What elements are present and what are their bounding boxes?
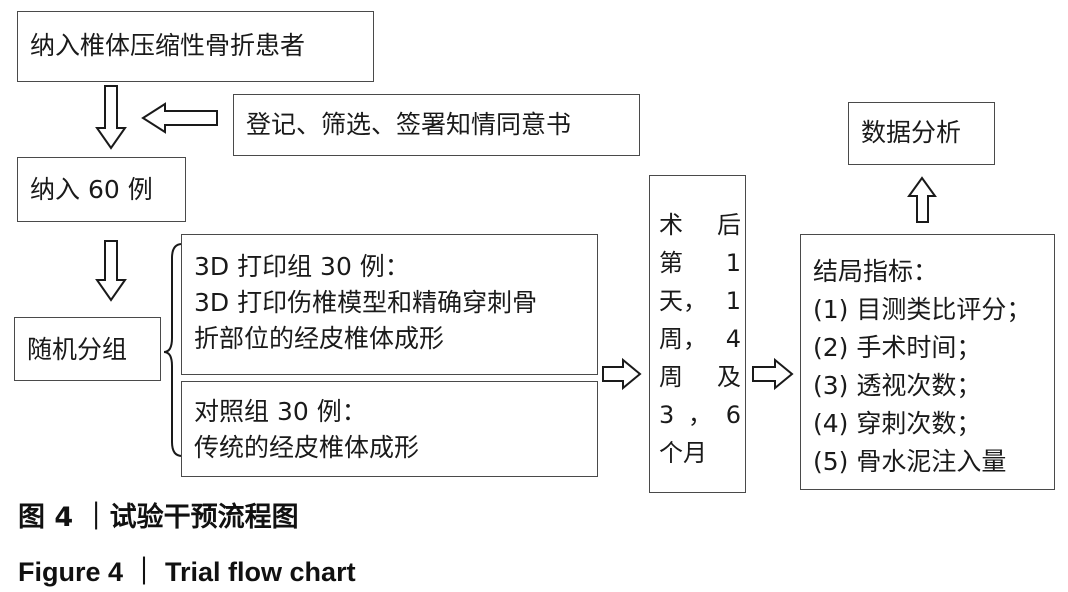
group-3d-box: 3D 打印组 30 例： 3D 打印伤椎模型和精确穿刺骨 折部位的经皮椎体成形 (181, 234, 598, 375)
followup-token: 1 (725, 287, 741, 315)
followup-line-1: 术后 (659, 206, 741, 244)
followup-line-7: 个月 (659, 434, 741, 472)
followup-token: 4 (725, 325, 741, 353)
register-screen-text: 登记、筛选、签署知情同意书 (246, 110, 572, 139)
data-analysis-box: 数据分析 (848, 102, 995, 165)
followup-token: 1 (725, 249, 741, 277)
followup-token: 后 (717, 211, 741, 239)
followup-token: 3 (659, 401, 675, 429)
outcome-item-4: (4) 穿刺次数； (813, 409, 982, 438)
followup-token: 及 (717, 363, 741, 391)
followup-token: 天， (659, 287, 707, 315)
group-3d-line3: 折部位的经皮椎体成形 (194, 324, 445, 353)
followup-line-3: 天， 1 (659, 282, 741, 320)
group-control-line2: 传统的经皮椎体成形 (194, 433, 420, 462)
followup-token: 周 (659, 363, 683, 391)
register-screen-box: 登记、筛选、签署知情同意书 (233, 94, 640, 156)
group-control-box: 对照组 30 例： 传统的经皮椎体成形 (181, 381, 598, 477)
outcomes-title: 结局指标： (813, 257, 939, 286)
outcome-item-5: (5) 骨水泥注入量 (813, 447, 1007, 476)
outcome-item-2: (2) 手术时间； (813, 333, 982, 362)
group-3d-line1: 3D 打印组 30 例： (194, 252, 410, 281)
group-3d-line2: 3D 打印伤椎模型和精确穿刺骨 (194, 288, 538, 317)
followup-token: 周， (659, 325, 707, 353)
left-arrow (141, 102, 218, 134)
outcomes-box: 结局指标： (1) 目测类比评分； (2) 手术时间； (3) 透视次数； (4… (800, 234, 1055, 490)
followup-line-4: 周， 4 (659, 320, 741, 358)
group-bracket (163, 243, 183, 457)
figure-caption-en: Figure 4 ｜ Trial flow chart (18, 557, 356, 587)
enroll-patients-box: 纳入椎体压缩性骨折患者 (17, 11, 374, 82)
outcome-item-3: (3) 透视次数； (813, 371, 982, 400)
followup-line-6: 3 ， 6 (659, 396, 741, 434)
right-arrow-1 (602, 357, 642, 391)
followup-token: 个月 (659, 439, 707, 467)
figure-caption-cn: 图 4 ｜试验干预流程图 (18, 502, 299, 533)
enroll-patients-text: 纳入椎体压缩性骨折患者 (30, 31, 306, 60)
followup-token: ， (688, 401, 712, 429)
randomize-text: 随机分组 (27, 335, 128, 364)
right-arrow-2 (752, 357, 794, 391)
followup-token: 6 (725, 401, 741, 429)
enrolled-60-text: 纳入 60 例 (30, 175, 153, 204)
group-control-line1: 对照组 30 例： (194, 397, 367, 426)
down-arrow-1 (95, 85, 127, 150)
followup-token: 术 (659, 211, 683, 239)
outcome-item-1: (1) 目测类比评分； (813, 295, 1032, 324)
followup-token: 第 (659, 249, 683, 277)
randomize-box: 随机分组 (14, 317, 161, 381)
followup-line-5: 周及 (659, 358, 741, 396)
down-arrow-2 (95, 240, 127, 302)
enrolled-60-box: 纳入 60 例 (17, 157, 186, 222)
data-analysis-text: 数据分析 (861, 118, 962, 147)
up-arrow (907, 176, 937, 223)
